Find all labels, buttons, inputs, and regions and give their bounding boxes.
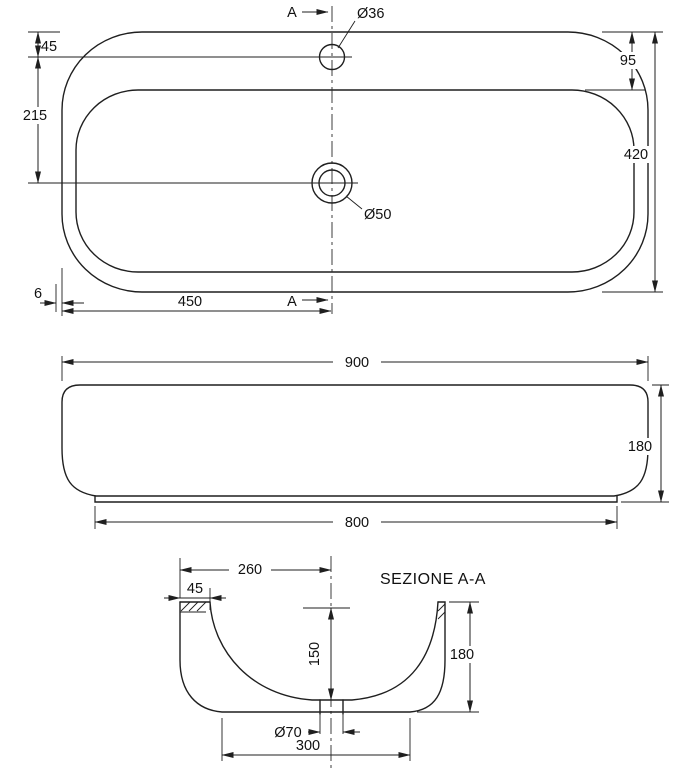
dim-45-label: 45 <box>41 39 57 55</box>
dim-180-front-label: 180 <box>628 439 652 455</box>
drain-diameter-section-label: Ø70 <box>274 725 301 741</box>
top-view-dimension-lines <box>28 9 663 316</box>
dim-45-section-label: 45 <box>187 581 203 597</box>
dim-6-label: 6 <box>34 286 42 302</box>
section-bowl-profile <box>209 601 439 701</box>
dim-420-label: 420 <box>624 147 648 163</box>
dim-300-label: 300 <box>296 738 320 754</box>
dim-450-label: 450 <box>178 294 202 310</box>
drain-leader-line <box>345 195 363 210</box>
section-marker-bottom-label: A <box>287 294 297 310</box>
dim-900-label: 900 <box>345 355 369 371</box>
front-view-labels: 900 180 800 <box>333 354 656 531</box>
top-view: A Ø36 45 215 95 420 6 450 Ø50 A <box>19 5 663 316</box>
front-view: 900 180 800 <box>61 354 669 531</box>
basin-inner-rim <box>75 89 635 273</box>
dim-260-label: 260 <box>238 562 262 578</box>
dim-95-label: 95 <box>620 53 636 69</box>
dim-800-label: 800 <box>345 515 369 531</box>
faucet-diameter-label: Ø36 <box>357 6 384 22</box>
section-labels: 260 45 SEZIONE A-A 150 180 Ø70 300 <box>187 561 486 754</box>
dim-150-label: 150 <box>307 642 323 666</box>
section-marker-top-label: A <box>287 5 297 21</box>
top-view-labels: A Ø36 45 215 95 420 6 450 Ø50 A <box>19 5 654 310</box>
basin-base-profile <box>94 495 618 503</box>
section-view: 260 45 SEZIONE A-A 150 180 Ø70 300 <box>164 556 486 768</box>
basin-front-profile <box>61 384 649 497</box>
section-hatching <box>180 601 446 620</box>
faucet-leader-line <box>337 20 356 49</box>
front-view-dimension-lines <box>61 356 669 529</box>
basin-plan-outline <box>61 31 649 293</box>
dim-180-section-label: 180 <box>450 647 474 663</box>
section-drain <box>319 699 344 734</box>
section-outer-profile <box>179 601 446 713</box>
dim-215-label: 215 <box>23 108 47 124</box>
section-title: SEZIONE A-A <box>380 571 486 588</box>
drain-diameter-label: Ø50 <box>364 207 391 223</box>
